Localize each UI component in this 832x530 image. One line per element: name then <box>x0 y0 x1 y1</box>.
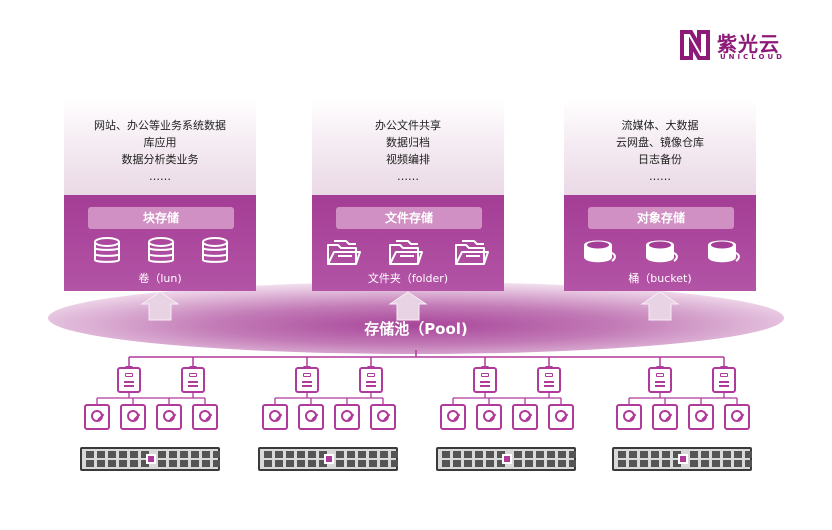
object-use-2: 云网盘、镜像仓库 <box>616 136 704 149</box>
bucket-icon <box>708 240 740 263</box>
object-storage-uses-panel: 流媒体、大数据 云网盘、镜像仓库 日志备份 …… <box>564 99 756 195</box>
block-use-1: 网站、办公等业务系统数据 <box>94 119 226 132</box>
object-storage-icons <box>564 237 756 269</box>
database-icon <box>202 237 228 263</box>
block-use-3: 数据分析类业务 <box>121 153 199 166</box>
server-icon <box>612 447 752 471</box>
hard-disk-icon <box>192 404 218 430</box>
server-icon <box>436 447 576 471</box>
object-storage-column: 流媒体、大数据 云网盘、镜像仓库 日志备份 …… 对象存储 <box>564 99 756 291</box>
database-icon <box>94 237 120 263</box>
hard-disk-icon <box>370 404 396 430</box>
hard-disk-icon <box>616 404 642 430</box>
storage-controller-icon <box>712 367 736 393</box>
hard-disk-icon <box>652 404 678 430</box>
bucket-icon <box>584 240 616 263</box>
storage-pool-label: 存储池（Pool) <box>364 320 468 338</box>
up-arrow-file <box>388 291 428 321</box>
up-arrow-block <box>140 291 180 321</box>
hard-disk-icon <box>476 404 502 430</box>
server-icon <box>80 447 220 471</box>
file-storage-column: 办公文件共享 数据归档 视频编排 …… 文件存储 文件夹（folder) <box>312 99 504 291</box>
object-use-3: 日志备份 <box>638 153 682 166</box>
object-use-1: 流媒体、大数据 <box>621 119 699 132</box>
hard-disk-icon <box>548 404 574 430</box>
file-storage-uses-panel: 办公文件共享 数据归档 视频编排 …… <box>312 99 504 195</box>
file-use-2: 数据归档 <box>386 136 430 149</box>
storage-controller-icon <box>117 367 141 393</box>
unicloud-logo-mark-icon <box>680 30 710 60</box>
server-icon <box>258 447 398 471</box>
hard-disk-icon <box>688 404 714 430</box>
folder-icon <box>327 240 361 265</box>
bucket-icon <box>646 240 678 263</box>
storage-controller-icon <box>537 367 561 393</box>
object-use-more: …… <box>649 170 671 183</box>
up-arrow-object <box>640 291 680 321</box>
file-storage-unit: 文件夹（folder) <box>367 272 449 285</box>
storage-controller-icon <box>648 367 672 393</box>
file-storage-title: 文件存储 <box>336 207 482 229</box>
hard-disk-icon <box>156 404 182 430</box>
block-storage-icons <box>64 237 256 269</box>
folder-icon <box>389 240 423 265</box>
file-use-more: …… <box>397 170 419 183</box>
hard-disk-icon <box>334 404 360 430</box>
file-storage-icons <box>312 237 504 269</box>
file-use-3: 视频编排 <box>386 153 430 166</box>
storage-controller-icon <box>359 367 383 393</box>
folder-icon <box>455 240 489 265</box>
object-storage-unit: 桶（bucket) <box>628 272 692 285</box>
hard-disk-icon <box>84 404 110 430</box>
block-use-more: …… <box>149 170 171 183</box>
object-storage-title: 对象存储 <box>588 207 734 229</box>
logo-name-cn: 紫光云 <box>717 32 780 56</box>
storage-controller-icon <box>295 367 319 393</box>
block-storage-unit: 卷（lun) <box>138 272 182 285</box>
unicloud-logo: 紫光云 UNICLOUD <box>679 26 809 66</box>
hard-disk-icon <box>298 404 324 430</box>
storage-controller-icon <box>181 367 205 393</box>
hard-disk-icon <box>262 404 288 430</box>
block-storage-column: 网站、办公等业务系统数据 库应用 数据分析类业务 …… 块存储 卷（lun) <box>64 99 256 291</box>
hard-disk-icon <box>120 404 146 430</box>
block-storage-title: 块存储 <box>88 207 234 229</box>
hard-disk-icon <box>724 404 750 430</box>
storage-controller-icon <box>473 367 497 393</box>
hard-disk-icon <box>512 404 538 430</box>
hard-disk-icon <box>440 404 466 430</box>
file-use-1: 办公文件共享 <box>375 119 441 132</box>
database-icon <box>148 237 174 263</box>
logo-name-en: UNICLOUD <box>720 53 785 61</box>
block-storage-uses-panel: 网站、办公等业务系统数据 库应用 数据分析类业务 …… <box>64 99 256 195</box>
block-use-2: 库应用 <box>143 136 177 149</box>
